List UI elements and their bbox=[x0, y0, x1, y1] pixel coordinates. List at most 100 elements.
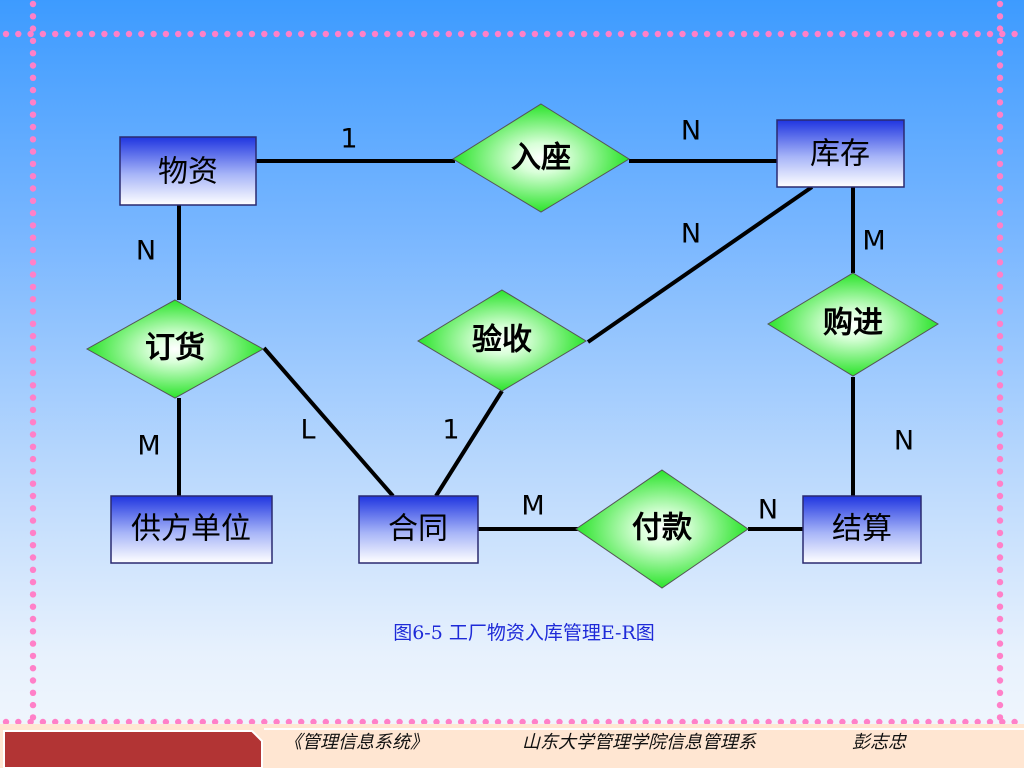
entity-hetong: 合同 bbox=[358, 495, 479, 564]
border-dot bbox=[29, 492, 37, 500]
border-dot bbox=[593, 718, 600, 726]
relationship-goujin: 购进 bbox=[767, 272, 939, 377]
border-dot bbox=[605, 30, 612, 38]
connector-lines bbox=[177, 159, 855, 531]
border-dot bbox=[29, 99, 37, 106]
border-dot bbox=[371, 718, 379, 726]
border-dot bbox=[261, 718, 268, 726]
border-dot bbox=[996, 234, 1004, 241]
border-dot bbox=[839, 30, 846, 38]
border-dot bbox=[29, 111, 37, 118]
border-dot bbox=[445, 30, 452, 38]
border-dot bbox=[863, 30, 871, 38]
border-dot bbox=[996, 148, 1004, 155]
border-dot bbox=[52, 718, 59, 726]
border-dot bbox=[29, 173, 37, 180]
border-dot bbox=[29, 443, 37, 450]
border-dot bbox=[29, 345, 37, 352]
border-dot bbox=[29, 271, 37, 278]
border-dot bbox=[740, 718, 748, 726]
border-dot bbox=[996, 86, 1004, 94]
border-dot bbox=[494, 718, 502, 726]
border-dot bbox=[236, 30, 243, 38]
border-dot bbox=[187, 30, 194, 38]
border-dot bbox=[162, 30, 170, 38]
entity-kucun: 库存 bbox=[776, 119, 905, 188]
border-dot bbox=[996, 345, 1004, 352]
border-dot bbox=[29, 148, 37, 155]
border-dot bbox=[421, 718, 428, 726]
border-dot bbox=[88, 30, 96, 38]
border-dot bbox=[29, 566, 37, 573]
border-dot bbox=[29, 615, 37, 623]
border-dot bbox=[996, 419, 1004, 426]
border-dot bbox=[27, 718, 34, 726]
border-dot bbox=[113, 30, 120, 38]
cardinality-ruzuo-kucun: N bbox=[681, 116, 701, 147]
cardinality-kucun-goujin: M bbox=[862, 226, 885, 257]
entity-jiesuan: 结算 bbox=[802, 495, 922, 564]
border-dot bbox=[359, 30, 366, 38]
border-dot bbox=[996, 173, 1004, 180]
entity-label: 库存 bbox=[810, 137, 870, 172]
border-dot bbox=[630, 30, 637, 38]
border-dot bbox=[679, 718, 686, 726]
border-dot bbox=[371, 30, 379, 38]
footer-author: 彭志忠 bbox=[852, 732, 907, 753]
border-dot bbox=[29, 246, 37, 254]
border-dot bbox=[728, 30, 735, 38]
border-dot bbox=[29, 74, 37, 82]
border-dot bbox=[996, 99, 1004, 106]
border-dot bbox=[29, 689, 37, 696]
border-dot bbox=[29, 406, 37, 414]
border-dot bbox=[996, 615, 1004, 623]
border-dot bbox=[716, 30, 723, 38]
border-dot bbox=[996, 517, 1004, 524]
border-dot bbox=[593, 30, 600, 38]
relationship-fukuan: 付款 bbox=[575, 469, 749, 589]
border-dot bbox=[519, 718, 526, 726]
border-dot bbox=[630, 718, 637, 726]
border-dot bbox=[384, 30, 391, 38]
border-dot bbox=[1011, 30, 1018, 38]
cardinality-dinghuo-hetong: L bbox=[300, 415, 315, 446]
border-dot bbox=[996, 505, 1004, 512]
border-dot bbox=[211, 718, 219, 726]
border-dot bbox=[29, 25, 37, 32]
relationship-label: 订货 bbox=[145, 331, 205, 366]
border-dot bbox=[556, 718, 563, 726]
border-dot bbox=[996, 566, 1004, 573]
border-dot bbox=[996, 382, 1004, 389]
border-dot bbox=[556, 30, 563, 38]
border-dot bbox=[996, 197, 1004, 204]
border-dot bbox=[224, 30, 231, 38]
border-dot bbox=[29, 13, 37, 20]
border-dot bbox=[1011, 718, 1018, 726]
border-dot bbox=[470, 30, 477, 38]
border-dot bbox=[568, 718, 575, 726]
border-dot bbox=[996, 369, 1004, 377]
border-dot bbox=[29, 197, 37, 204]
border-dot bbox=[996, 455, 1004, 463]
border-dot bbox=[29, 37, 37, 45]
border-dot bbox=[507, 718, 514, 726]
border-dot bbox=[996, 136, 1004, 143]
border-dot bbox=[29, 160, 37, 168]
border-dot bbox=[996, 25, 1004, 32]
border-dot bbox=[996, 701, 1004, 709]
border-dot bbox=[175, 30, 182, 38]
border-dot bbox=[2, 30, 10, 38]
border-dot bbox=[2, 718, 10, 726]
border-dot bbox=[996, 308, 1004, 315]
border-dot bbox=[29, 62, 37, 69]
border-dot bbox=[996, 246, 1004, 254]
relationship-label: 入座 bbox=[511, 141, 571, 176]
border-dot bbox=[996, 283, 1004, 291]
border-dot bbox=[29, 455, 37, 463]
border-dot bbox=[310, 30, 317, 38]
border-dot bbox=[29, 234, 37, 241]
border-dot bbox=[29, 185, 37, 192]
border-dot bbox=[29, 628, 37, 635]
border-dot bbox=[29, 542, 37, 549]
entity-gongfang: 供方单位 bbox=[110, 495, 273, 564]
